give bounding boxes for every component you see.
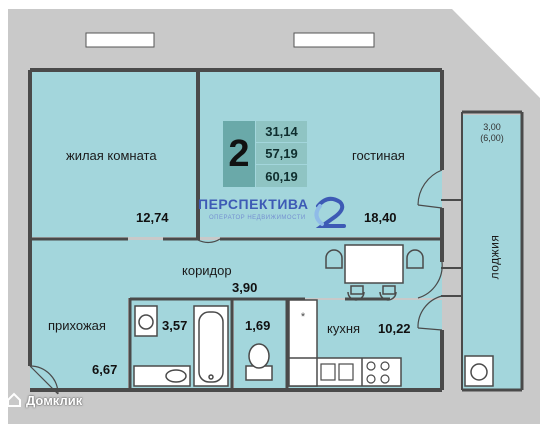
- room-area-living-room: 12,74: [136, 210, 169, 225]
- room-name-corridor: коридор: [182, 263, 232, 278]
- svg-text:*: *: [301, 311, 306, 323]
- dining-table-icon: [325, 244, 424, 301]
- fridge-icon: *: [301, 311, 306, 323]
- washing-machine-icon: [134, 305, 158, 337]
- floor-living-room: [30, 70, 196, 237]
- window-top-right: [293, 32, 375, 48]
- brand-tagline: ОПЕРАТОР НЕДВИЖИМОСТИ: [209, 215, 306, 221]
- window-top-left: [85, 32, 155, 48]
- bathtub-icon: [193, 305, 229, 387]
- loggia-washer-icon: [464, 355, 494, 387]
- watermark: Домклик: [6, 392, 82, 408]
- room-area-hallway: 6,67: [92, 362, 118, 377]
- room-area-toilet: 1,69: [245, 318, 271, 333]
- room-area-corridor: 3,90: [232, 280, 258, 295]
- room-name-kitchen: кухня: [327, 321, 361, 336]
- floor-hallway: [30, 298, 128, 390]
- brand-name: ПЕРСПЕКТИВА: [198, 196, 309, 212]
- room-name-living-room: жилая комната: [66, 148, 157, 163]
- rooms-count: 2: [223, 121, 255, 187]
- total-area-with-loggia-value: 60,19: [256, 165, 307, 187]
- area-badge: 2 31,14 57,19 60,19: [223, 121, 307, 187]
- loggia-area-block: 3,00 (6,00): [474, 122, 510, 144]
- total-area-value: 57,19: [256, 143, 307, 164]
- floor-loggia: [463, 115, 521, 390]
- stove-icon: [366, 361, 390, 384]
- doors: [29, 169, 443, 395]
- sink-icon: [133, 365, 191, 387]
- room-name-loggia: лоджия: [487, 234, 502, 280]
- watermark-text: Домклик: [26, 392, 83, 408]
- domclick-house-icon: [7, 392, 21, 407]
- room-area-kitchen: 10,22: [378, 321, 411, 336]
- kitchen-sink-icon: [320, 363, 354, 381]
- walls: [28, 68, 524, 392]
- room-area-lounge: 18,40: [364, 210, 397, 225]
- living-area-value: 31,14: [256, 121, 307, 142]
- room-name-hallway: прихожая: [48, 318, 106, 333]
- room-area-loggia-alt: (6,00): [480, 133, 504, 143]
- swirl-logo-icon: [314, 196, 346, 228]
- room-area-loggia: 3,00: [483, 122, 501, 132]
- room-name-lounge: гостиная: [352, 148, 405, 163]
- toilet-icon: [245, 343, 273, 381]
- room-area-bathroom: 3,57: [162, 318, 188, 333]
